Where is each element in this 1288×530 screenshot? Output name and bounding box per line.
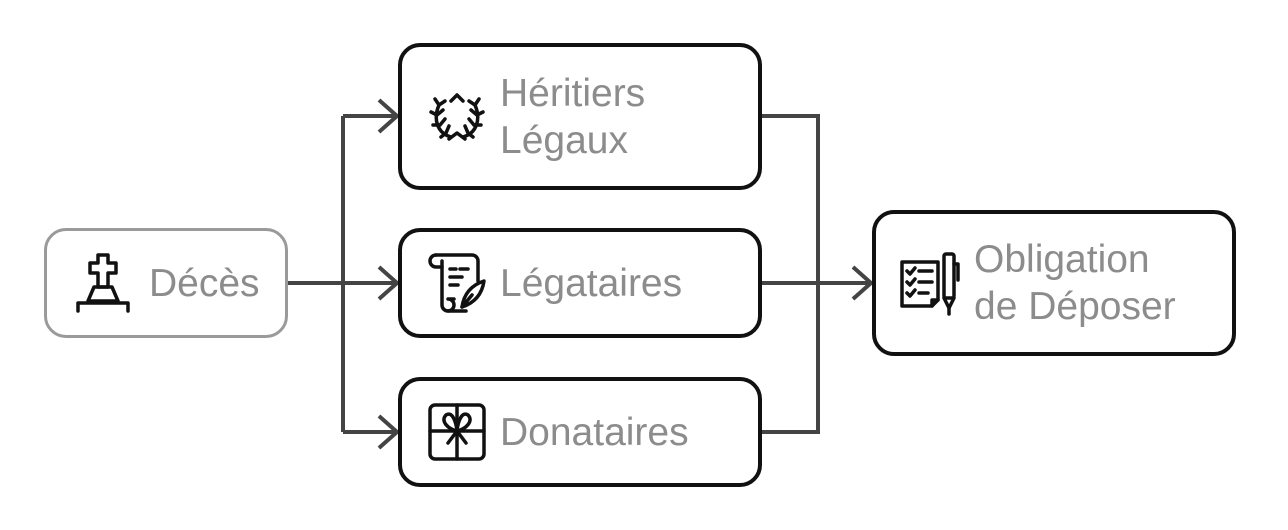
gift-box-icon xyxy=(424,401,490,463)
arrowhead-obligation xyxy=(851,265,875,301)
node-obligation-de-deposer: Obligation de Déposer xyxy=(872,210,1236,356)
node-label: Légataires xyxy=(500,261,683,305)
edge-heritiers-obligation xyxy=(762,114,820,283)
node-label: Obligation de Déposer xyxy=(974,236,1176,330)
node-legataires: Légataires xyxy=(398,228,762,338)
arrowhead-heritiers xyxy=(377,98,401,134)
node-label: Donataires xyxy=(500,410,689,454)
scroll-quill-icon xyxy=(424,251,490,315)
checklist-pen-icon xyxy=(896,250,962,316)
node-label: Héritiers Légaux xyxy=(500,70,645,164)
node-label-line-1: Obligation xyxy=(974,238,1150,281)
laurel-wreath-icon xyxy=(424,87,490,147)
node-label: Décès xyxy=(149,261,260,305)
node-label-line-1: Héritiers xyxy=(500,71,646,115)
arrowhead-legataires xyxy=(377,265,401,301)
node-label-line-2: Légaux xyxy=(500,118,628,162)
edge-donataires-obligation xyxy=(762,283,820,434)
node-donataires: Donataires xyxy=(398,377,762,487)
node-label-line-2: de Déposer xyxy=(974,285,1176,328)
node-heritiers-legaux: Héritiers Légaux xyxy=(398,43,762,190)
arrowhead-donataires xyxy=(377,414,401,450)
tombstone-icon xyxy=(71,251,135,315)
node-deces: Décès xyxy=(44,228,288,338)
